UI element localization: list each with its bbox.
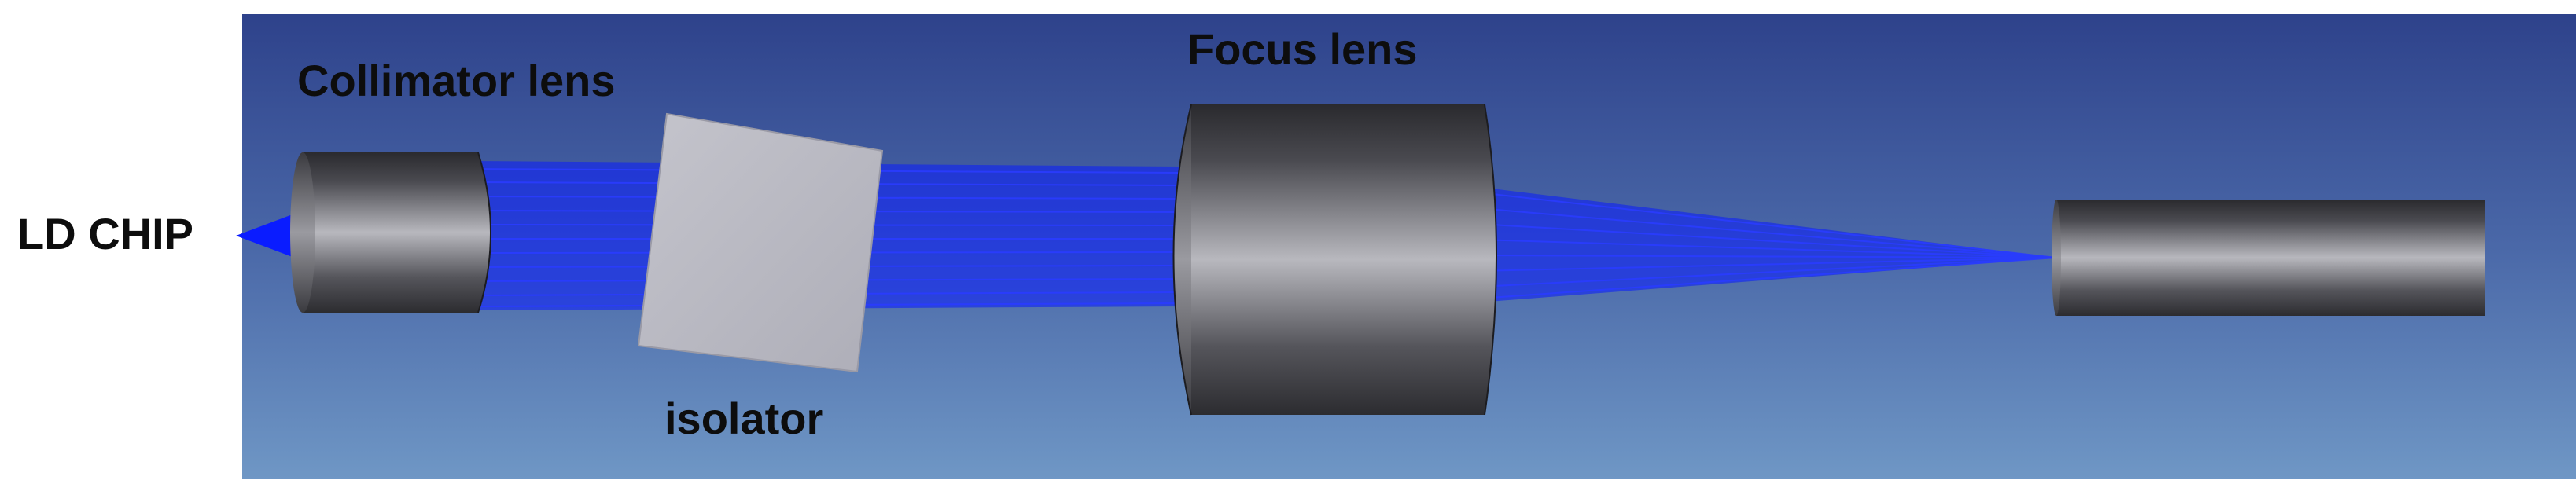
focus-lens	[1172, 104, 1497, 416]
focused-beam	[1478, 187, 2057, 302]
collimator-lens-label: Collimator lens	[297, 56, 616, 105]
collimator-lens	[290, 152, 491, 313]
isolator-block	[637, 112, 884, 373]
fiber-receptacle	[2052, 200, 2485, 316]
focus-lens-label: Focus lens	[1187, 24, 1418, 74]
ld-chip-label: LD CHIP	[17, 209, 193, 258]
isolator-label: isolator	[664, 394, 824, 443]
ld-chip-emitter	[236, 211, 303, 261]
